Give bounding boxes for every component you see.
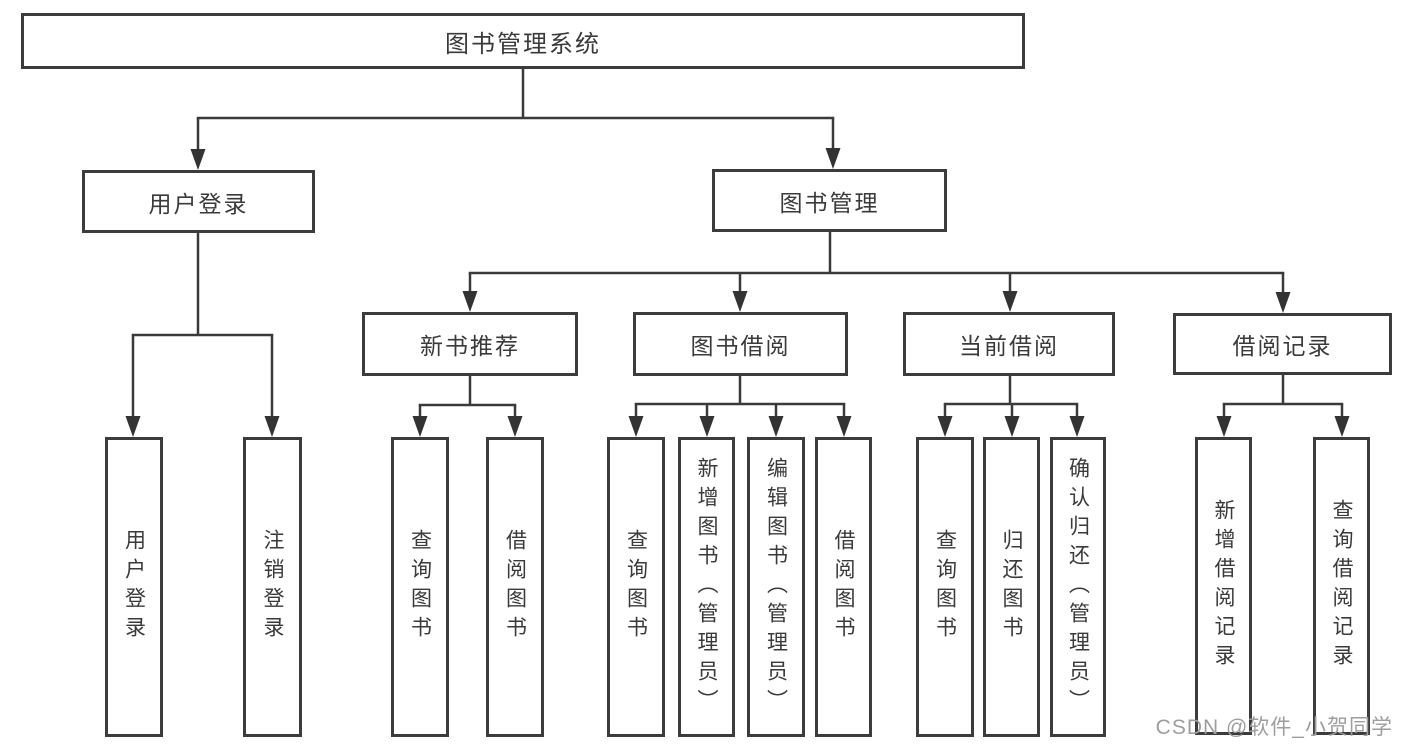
leaf-logout-label: 注销登录 — [261, 529, 284, 645]
node-borrowing-records: 借阅记录 — [1173, 313, 1392, 375]
leaf-user-login: 用户登录 — [105, 437, 163, 737]
leaf-return-books: 归还图书 — [983, 437, 1040, 737]
leaf-search-books-current-label: 查询图书 — [933, 529, 957, 645]
leaf-borrow-books: 借阅图书 — [815, 437, 872, 737]
leaf-logout: 注销登录 — [243, 437, 302, 737]
leaf-edit-books-admin-label: 编辑图书（管理员） — [764, 456, 788, 718]
connector-borrowing-records-branch — [1216, 375, 1350, 437]
node-current-borrowing: 当前借阅 — [903, 312, 1115, 376]
leaf-search-books-recommend: 查询图书 — [391, 437, 449, 737]
connector-book-management-branch — [462, 232, 1291, 313]
node-book-management-label: 图书管理 — [779, 189, 880, 216]
node-book-management: 图书管理 — [712, 169, 947, 232]
leaf-add-borrow-record: 新增借阅记录 — [1195, 437, 1252, 735]
connector-new-book-branch — [412, 376, 523, 437]
connector-root-branch — [190, 68, 841, 170]
leaf-borrow-books-label: 借阅图书 — [832, 529, 855, 645]
node-new-book-recommend: 新书推荐 — [362, 312, 578, 376]
leaf-search-books-current: 查询图书 — [916, 437, 974, 737]
node-user-login-label: 用户登录 — [148, 190, 249, 217]
leaf-borrow-books-recommend: 借阅图书 — [486, 437, 544, 737]
leaf-edit-books-admin: 编辑图书（管理员） — [747, 437, 805, 737]
node-user-login: 用户登录 — [82, 170, 315, 233]
leaf-add-borrow-record-label: 新增借阅记录 — [1212, 499, 1235, 673]
connector-current-borrowing-branch — [937, 376, 1085, 437]
node-book-borrowing-label: 图书借阅 — [690, 333, 791, 359]
leaf-search-books-recommend-label: 查询图书 — [408, 529, 432, 645]
node-library-system: 图书管理系统 — [21, 13, 1025, 69]
leaf-search-books-borrowing: 查询图书 — [607, 437, 665, 737]
leaf-confirm-return-admin-label: 确认归还（管理员） — [1066, 456, 1090, 718]
leaf-borrow-books-recommend-label: 借阅图书 — [503, 529, 527, 645]
leaf-user-login-label: 用户登录 — [122, 529, 146, 645]
leaf-search-borrow-record: 查询借阅记录 — [1313, 437, 1370, 735]
leaf-search-borrow-record-label: 查询借阅记录 — [1330, 499, 1353, 673]
leaf-confirm-return-admin: 确认归还（管理员） — [1050, 437, 1106, 737]
leaf-return-books-label: 归还图书 — [1000, 529, 1023, 645]
node-borrowing-records-label: 借阅记录 — [1232, 333, 1333, 359]
connector-user-login-branch — [125, 233, 280, 437]
leaf-search-books-borrowing-label: 查询图书 — [624, 529, 648, 645]
connector-book-borrowing-branch — [628, 376, 852, 437]
node-new-book-recommend-label: 新书推荐 — [420, 333, 520, 359]
node-current-borrowing-label: 当前借阅 — [959, 333, 1059, 359]
csdn-watermark: CSDN @软件_小贺同学 — [1155, 716, 1393, 739]
leaf-add-books-admin: 新增图书（管理员） — [678, 437, 735, 737]
node-book-borrowing: 图书借阅 — [633, 312, 848, 376]
leaf-add-books-admin-label: 新增图书（管理员） — [695, 456, 718, 718]
node-library-system-label: 图书管理系统 — [445, 30, 601, 58]
